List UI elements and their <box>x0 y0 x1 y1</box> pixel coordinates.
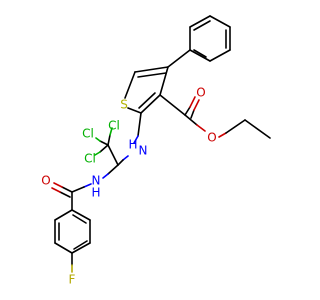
fluorophenyl-ring <box>54 191 91 273</box>
bond <box>107 164 119 175</box>
bond <box>196 124 206 132</box>
bond <box>140 94 161 114</box>
bond <box>193 99 200 111</box>
bond <box>193 49 207 58</box>
structure-svg: S O O H N Cl Cl Cl N H O F <box>41 15 271 287</box>
bond <box>117 159 124 166</box>
bond <box>109 127 113 136</box>
bond <box>138 92 156 109</box>
bond <box>59 191 71 198</box>
bond <box>124 71 136 99</box>
bond <box>190 109 195 119</box>
bond <box>61 186 73 193</box>
bond <box>167 49 191 68</box>
molecule-diagram: S O O H N Cl Cl Cl N H O F <box>41 15 271 287</box>
bond <box>225 119 246 134</box>
sulfur-label: S <box>120 98 128 112</box>
bond <box>107 144 119 166</box>
bond <box>137 112 142 137</box>
ester-group <box>159 94 271 139</box>
bond <box>51 187 61 193</box>
bond <box>95 137 101 142</box>
ester-oxygen-label: O <box>207 131 216 145</box>
amine-n-label: N <box>139 144 148 158</box>
bond <box>83 183 92 188</box>
bond <box>193 20 211 31</box>
fluorine-label: F <box>69 273 76 287</box>
amide-group <box>51 164 119 198</box>
bond <box>94 151 101 156</box>
bond <box>71 209 91 221</box>
bond <box>122 155 129 161</box>
bond <box>99 140 109 146</box>
bond <box>244 119 271 139</box>
trichloromethyl-group <box>94 127 119 166</box>
bond <box>134 66 169 73</box>
thiophene-ring <box>124 66 169 114</box>
bond <box>72 214 87 224</box>
amide-n-label: N <box>92 174 101 188</box>
bond <box>189 49 211 62</box>
chlorine-label-1: Cl <box>108 119 120 133</box>
bond <box>73 240 88 250</box>
phenyl-ring <box>189 15 231 62</box>
bond <box>218 132 227 138</box>
bond <box>159 66 169 96</box>
bond <box>137 72 167 78</box>
bond <box>99 144 109 153</box>
bond <box>184 114 198 126</box>
bond <box>102 173 109 179</box>
bond <box>107 134 111 146</box>
bond <box>133 135 139 144</box>
bond <box>54 209 73 221</box>
bond <box>127 107 142 114</box>
bond <box>71 242 91 254</box>
bond <box>54 242 73 254</box>
amine-h-label: H <box>128 138 137 152</box>
bond <box>189 96 196 108</box>
bond <box>209 15 231 28</box>
bond <box>209 49 231 62</box>
bond <box>71 186 85 193</box>
bond <box>159 94 186 116</box>
chlorine-label-2: Cl <box>82 127 94 141</box>
bond <box>184 106 191 116</box>
bond <box>53 182 63 188</box>
bond <box>189 15 211 28</box>
amide-oxygen-label: O <box>41 174 50 188</box>
chlorine-label-3: Cl <box>84 152 96 166</box>
amide-h-label: H <box>91 186 100 200</box>
carbonyl-oxygen-label: O <box>196 86 205 100</box>
